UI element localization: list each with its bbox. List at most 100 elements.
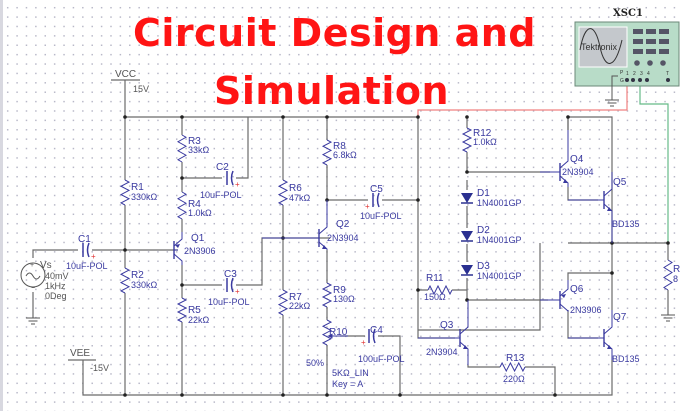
svg-text:+: + bbox=[30, 262, 34, 269]
r7-value: 22kΩ bbox=[289, 301, 311, 311]
resistor-r2[interactable] bbox=[119, 267, 131, 294]
transistor-q3[interactable] bbox=[418, 300, 469, 365]
r4-ref: R4 bbox=[188, 199, 201, 210]
transistor-q4[interactable] bbox=[540, 130, 569, 187]
transistor-q2[interactable] bbox=[262, 200, 328, 250]
q6-ref: Q6 bbox=[570, 284, 584, 295]
c3-ref: C3 bbox=[224, 269, 237, 280]
ground-icon bbox=[605, 99, 619, 107]
r13-ref: R13 bbox=[506, 353, 525, 364]
c2-value: 10uF-POL bbox=[200, 190, 242, 200]
c2-ref: C2 bbox=[216, 162, 229, 173]
capacitor-c3[interactable]: + bbox=[226, 277, 240, 296]
r6-ref: R6 bbox=[289, 183, 302, 194]
q2-model: 2N3904 bbox=[327, 233, 359, 243]
ground-icon bbox=[26, 317, 40, 325]
resistor-r13[interactable] bbox=[499, 361, 526, 373]
transistor-q5[interactable] bbox=[568, 172, 613, 243]
r4-value: 1.0kΩ bbox=[188, 208, 212, 218]
q4-ref: Q4 bbox=[570, 154, 584, 165]
d3-model: 1N4001GP bbox=[477, 271, 522, 281]
resistor-r7[interactable] bbox=[277, 289, 289, 316]
r2-ref: R2 bbox=[131, 270, 144, 281]
diode-d3[interactable] bbox=[461, 265, 473, 276]
capacitor-c2[interactable]: + bbox=[226, 170, 240, 189]
oscilloscope-brand: Tektronix bbox=[581, 42, 618, 52]
resistor-r4[interactable] bbox=[176, 191, 188, 220]
capacitor-c5[interactable]: + bbox=[365, 192, 380, 211]
c5-value: 10uF-POL bbox=[360, 211, 402, 221]
vee-label: VEE bbox=[70, 348, 90, 359]
q3-ref: Q3 bbox=[440, 320, 454, 331]
resistor-r11[interactable] bbox=[427, 284, 453, 296]
resistor-load[interactable] bbox=[663, 259, 673, 291]
d1-model: 1N4001GP bbox=[477, 198, 522, 208]
diode-d1[interactable] bbox=[461, 193, 473, 204]
oscilloscope-ref: XSC1 bbox=[613, 8, 643, 19]
resistor-r1[interactable] bbox=[119, 179, 131, 206]
q5-ref: Q5 bbox=[613, 177, 627, 188]
svg-text:+: + bbox=[91, 252, 96, 261]
svg-text:+: + bbox=[235, 287, 240, 296]
q2-ref: Q2 bbox=[336, 219, 350, 230]
resistor-r5[interactable] bbox=[176, 297, 188, 323]
c4-ref: C4 bbox=[370, 325, 383, 336]
svg-text:−: − bbox=[31, 285, 35, 292]
source-amplitude: 40mV bbox=[45, 271, 69, 281]
d3-ref: D3 bbox=[477, 261, 490, 272]
q4-model: 2N3904 bbox=[562, 167, 594, 177]
c5-ref: C5 bbox=[370, 184, 383, 195]
ground-icon bbox=[661, 314, 675, 322]
wires bbox=[32, 79, 669, 396]
vee-value: -15V bbox=[90, 363, 109, 373]
d2-ref: D2 bbox=[477, 225, 490, 236]
voltage-source-vs[interactable]: + − Vs 40mV 1kHz 0Deg bbox=[20, 260, 69, 301]
resistor-r8[interactable] bbox=[321, 139, 333, 166]
load-resistor-value: 8 bbox=[673, 274, 678, 284]
vee-rail bbox=[82, 360, 555, 396]
svg-text:+: + bbox=[235, 180, 240, 189]
port-label-g: G bbox=[620, 78, 624, 84]
r10-key: Key = A bbox=[332, 379, 363, 389]
d2-model: 1N4001GP bbox=[477, 235, 522, 245]
c1-ref: C1 bbox=[78, 234, 91, 245]
vcc-value: 15V bbox=[133, 84, 149, 94]
transistor-q7[interactable] bbox=[568, 310, 613, 360]
transistor-q1[interactable] bbox=[173, 232, 183, 265]
scope-buttons[interactable] bbox=[633, 29, 669, 66]
q3-model: 2N3904 bbox=[426, 347, 458, 357]
c1-value: 10uF-POL bbox=[66, 261, 108, 271]
r10-setting: 50% bbox=[306, 358, 324, 368]
resistor-r6[interactable] bbox=[277, 179, 289, 206]
port-label-2: 2 bbox=[633, 71, 636, 77]
capacitor-c1[interactable]: + bbox=[82, 242, 96, 261]
svg-text:+: + bbox=[361, 338, 366, 347]
r6-value: 47kΩ bbox=[289, 193, 311, 203]
c4-value: 100uF-POL bbox=[358, 354, 405, 364]
potentiometer-r10[interactable] bbox=[321, 319, 333, 346]
resistor-r3[interactable] bbox=[176, 134, 188, 163]
r1-value: 330kΩ bbox=[131, 192, 158, 202]
scope-terminals[interactable] bbox=[625, 78, 670, 82]
capacitor-c4[interactable]: + bbox=[361, 328, 376, 347]
r8-value: 6.8kΩ bbox=[333, 150, 357, 160]
load-resistor-ref: R bbox=[673, 264, 680, 275]
resistor-r12[interactable] bbox=[461, 127, 473, 153]
q1-model: 2N3906 bbox=[184, 246, 216, 256]
q5-model: BD135 bbox=[612, 219, 640, 229]
diode-d2[interactable] bbox=[461, 231, 473, 242]
transistor-q6[interactable] bbox=[540, 280, 569, 313]
resistor-r9[interactable] bbox=[321, 282, 333, 308]
title-line-1: Circuit Design and bbox=[133, 11, 536, 55]
oscilloscope-xsc1[interactable]: XSC1 Tektronix 1 2 3 4 T P G bbox=[574, 8, 680, 107]
r2-value: 330kΩ bbox=[131, 280, 158, 290]
r10-value: 5KΩ_LIN bbox=[332, 368, 369, 378]
canvas-left-border bbox=[0, 0, 3, 411]
r1-ref: R1 bbox=[131, 182, 144, 193]
r13-value: 220Ω bbox=[503, 374, 525, 384]
junction-dots bbox=[123, 115, 670, 397]
title-line-2: Simulation bbox=[214, 69, 450, 113]
r9-ref: R9 bbox=[333, 285, 346, 296]
source-name: Vs bbox=[40, 260, 52, 271]
